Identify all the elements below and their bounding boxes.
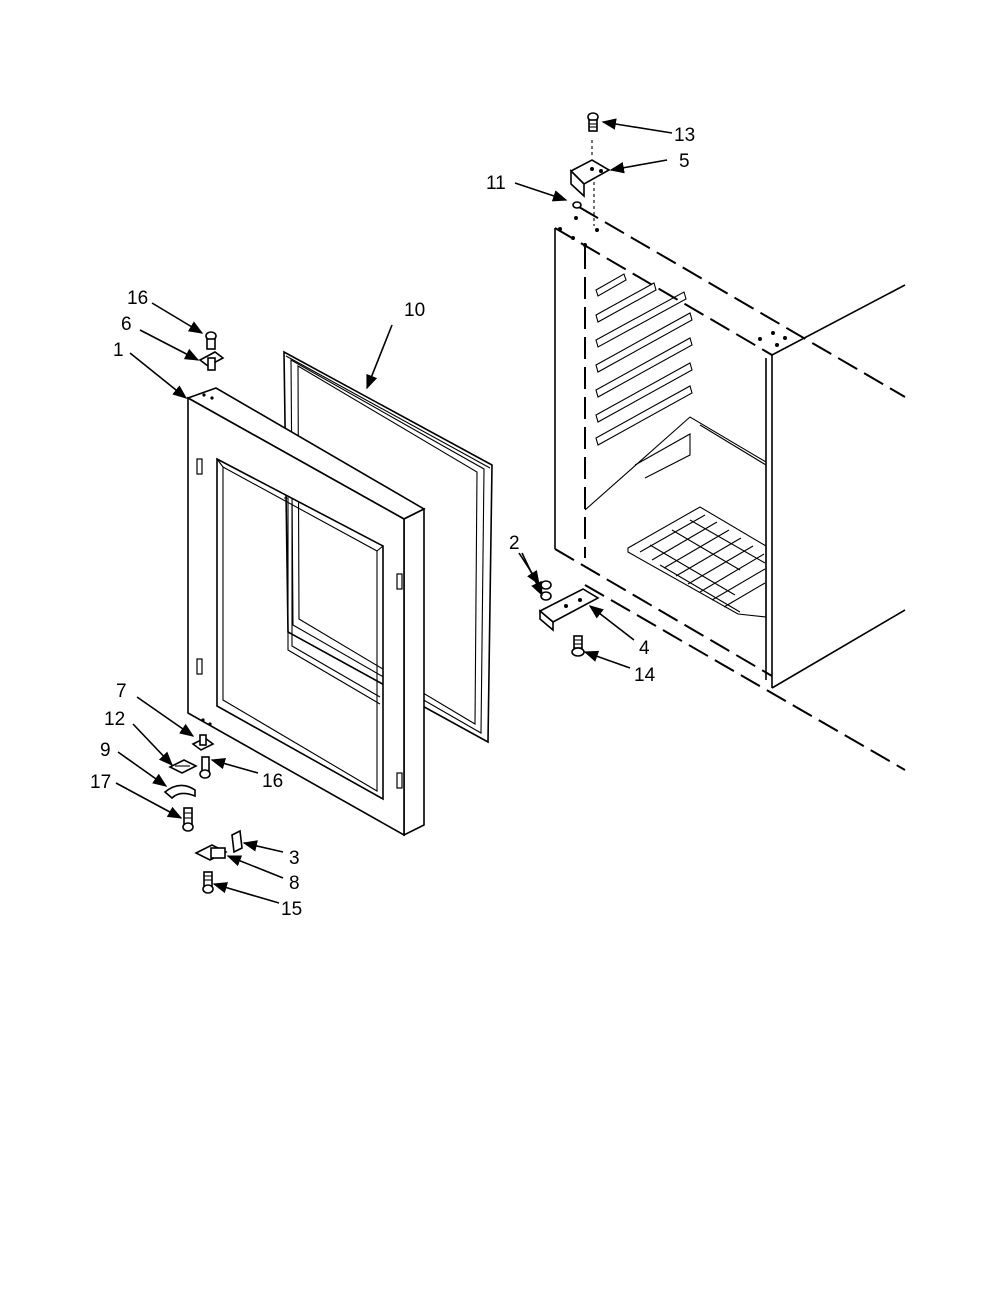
- screw-part-14: [571, 635, 585, 657]
- cam-part-12: [168, 759, 198, 774]
- callout-6: 6: [121, 314, 132, 335]
- pin-part-7: [191, 734, 215, 751]
- callout-2: 2: [509, 533, 520, 554]
- callout-11: 11: [486, 173, 506, 194]
- callout-labels: 13 5 11 10 16 6 1 2 4 14 7 12 9 17 16 3 …: [90, 125, 695, 920]
- callout-8: 8: [289, 873, 300, 894]
- callout-15: 15: [281, 899, 302, 920]
- pin-part-6: [198, 351, 225, 371]
- callout-4: 4: [639, 638, 650, 659]
- cabinet: [554, 206, 906, 771]
- callout-7: 7: [116, 681, 127, 702]
- cam-part-9: [163, 784, 196, 800]
- screw-part-15: [202, 871, 214, 894]
- callout-12: 12: [104, 709, 125, 730]
- hinge-part-8: [194, 844, 228, 861]
- callout-10: 10: [404, 300, 425, 321]
- back-wall-vents: [595, 273, 693, 446]
- leader-arrows: [115, 118, 673, 904]
- bracket-part-3: [231, 829, 243, 854]
- screw-part-13: [587, 112, 599, 132]
- screw-part-16-bottom: [199, 756, 211, 779]
- bottom-hinge-part-4: [538, 588, 600, 632]
- callout-1: 1: [113, 340, 124, 361]
- callout-17: 17: [90, 772, 111, 793]
- washer-part-11: [572, 201, 582, 209]
- callout-3: 3: [289, 848, 300, 869]
- spacer-part-2: [540, 580, 552, 601]
- screw-part-17: [182, 807, 194, 832]
- callout-9: 9: [100, 740, 111, 761]
- callout-13: 13: [674, 125, 695, 146]
- callout-16-top: 16: [127, 288, 148, 309]
- floor-grille: [627, 506, 767, 618]
- callout-14: 14: [634, 665, 656, 686]
- top-hinge-part-5: [569, 140, 611, 226]
- screw-part-16-top: [205, 331, 217, 350]
- door-frame: [186, 387, 426, 837]
- callout-16-bottom: 16: [262, 771, 283, 792]
- callout-5: 5: [679, 151, 690, 172]
